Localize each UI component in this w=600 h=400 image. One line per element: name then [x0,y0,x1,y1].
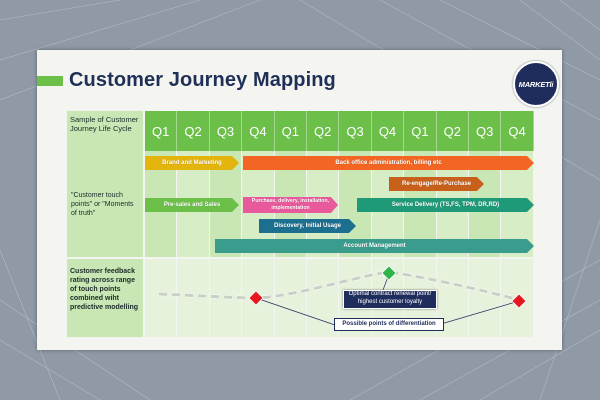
arrow-account-management: Account Management [215,239,534,253]
corner-label: Sample of Customer Journey Life Cycle [67,111,143,151]
quarter-header: Q3 [339,111,372,151]
quarter-header: Q2 [436,111,469,151]
quarter-header: Q1 [145,111,178,151]
quarter-header: Q2 [177,111,210,151]
diamond-right [511,293,527,309]
title-accent-bar [37,76,63,86]
pointer-line-right [440,300,520,325]
quarter-header: Q4 [242,111,275,151]
quarter-header: Q4 [501,111,534,151]
arrow-reengage: Re-engage/Re-Purchase [389,177,484,191]
arrow-purchase: Purchase, delivery, installation, implem… [243,197,338,213]
quarter-header: Q1 [274,111,307,151]
company-logo: MARKETli [513,61,559,107]
quarter-header: Q2 [307,111,340,151]
quarter-header: Q1 [404,111,437,151]
quarter-header: Q3 [469,111,502,151]
pointer-line-left [255,297,336,326]
arrow-discovery: Discovery, Initial Usage [259,219,356,233]
quarter-header: Q4 [371,111,405,151]
touch-points-label: "Customer touch points" or "Moments of t… [67,151,143,257]
diamond-top [381,265,397,281]
quarter-header: Q3 [209,111,243,151]
arrow-back-office: Back office administration, billing etc [243,156,534,170]
feedback-cell [274,259,306,337]
page-title: Customer Journey Mapping [69,69,336,91]
feedback-cell [145,259,177,337]
feedback-cell [307,259,339,337]
arrow-presales: Pre-sales and Sales [145,198,239,212]
feedback-curve-layer [158,265,527,326]
slide: Customer Journey Mapping MARKETli Sample… [37,50,562,350]
arrow-service-delivery: Service Delivery (TS,FS, TPM, DR,RD) [357,198,534,212]
optimal-renewal-callout: Optimal contract renewal point/ highest … [343,290,437,309]
feedback-cell [469,259,501,337]
differentiation-callout: Possible points of differentiation [334,318,444,331]
feedback-label: Customer feedback rating across range of… [67,259,143,337]
diamond-left [248,290,264,306]
arrow-brand-marketing: Brand and Marketing [145,156,239,170]
